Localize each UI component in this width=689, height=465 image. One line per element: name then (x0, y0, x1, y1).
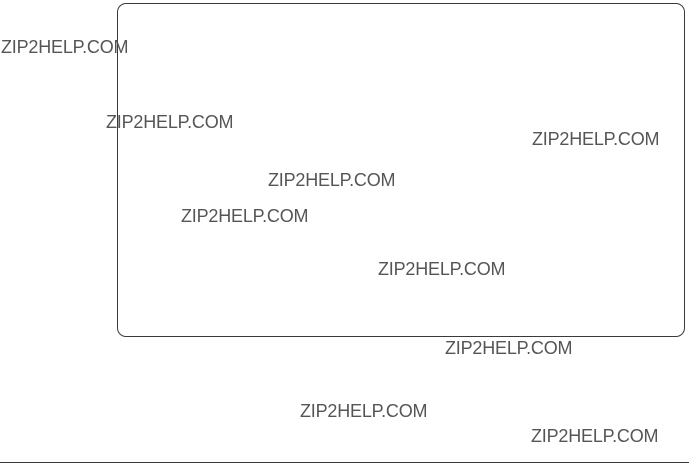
watermark-text: ZIP2HELP.COM (378, 259, 506, 279)
watermark-text: ZIP2HELP.COM (106, 112, 234, 132)
watermark-text: ZIP2HELP.COM (300, 401, 428, 421)
rounded-frame (117, 3, 685, 337)
watermark-text: ZIP2HELP.COM (531, 426, 659, 446)
watermark-text: ZIP2HELP.COM (1, 37, 129, 57)
bottom-divider-line (0, 462, 689, 463)
watermark-text: ZIP2HELP.COM (268, 170, 396, 190)
watermark-text: ZIP2HELP.COM (445, 338, 573, 358)
watermark-text: ZIP2HELP.COM (181, 206, 309, 226)
watermark-text: ZIP2HELP.COM (532, 129, 660, 149)
